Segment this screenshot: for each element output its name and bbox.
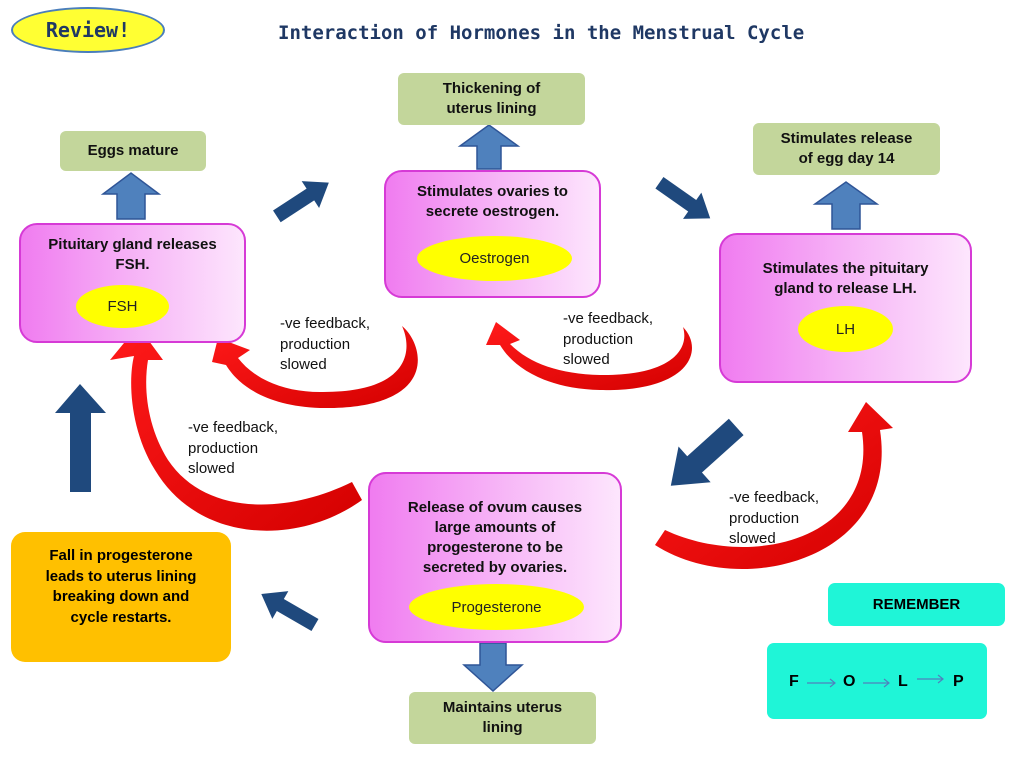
pituitary-lh-box: Stimulates the pituitary gland to releas… <box>719 233 972 383</box>
feedback-label-progesterone-lh: -ve feedback, production slowed <box>729 488 819 550</box>
thickening-line: Thickening of <box>442 80 541 97</box>
mnemonic-letter: L <box>898 673 908 690</box>
lh-line: Stimulates the pituitary <box>762 260 929 277</box>
mnemonic-letter: F <box>789 673 799 690</box>
feedback-arrow-lh-to-oestrogen <box>486 322 692 391</box>
feedback-line: production <box>280 335 351 353</box>
feedback-label-progesterone-fsh: -ve feedback, production slowed <box>188 418 278 480</box>
down-arrow-maintains <box>462 642 524 693</box>
thickening-box: Thickening of uterus lining <box>398 73 585 125</box>
feedback-arrow-progesterone-to-lh <box>655 402 893 570</box>
feedback-line: slowed <box>729 530 776 547</box>
feedback-line: -ve feedback, <box>188 419 279 436</box>
mnemonic-letter: P <box>953 673 964 690</box>
feedback-line: -ve feedback, <box>729 489 820 506</box>
maintains-box: Maintains uterus lining <box>409 692 596 744</box>
fall-line: cycle restarts. <box>70 608 172 626</box>
maintains-line: Maintains uterus <box>442 699 563 716</box>
egg-release-line: of egg day 14 <box>798 150 895 167</box>
pituitary-line: Pituitary gland releases <box>48 236 217 253</box>
feedback-line: slowed <box>563 351 610 368</box>
feedback-line: production <box>188 439 259 457</box>
up-arrow-eggs-mature <box>100 172 162 220</box>
feedback-arrow-progesterone-to-fsh <box>110 326 362 531</box>
arrow-fsh-to-ovaries <box>273 181 329 223</box>
fall-line: breaking down and <box>52 588 190 605</box>
ovum-line: secreted by ovaries. <box>422 559 568 576</box>
feedback-line: slowed <box>188 460 235 477</box>
thickening-line: uterus lining <box>446 100 537 117</box>
ovum-line: Release of ovum causes <box>407 499 583 516</box>
ovaries-line: Stimulates ovaries to <box>417 183 568 200</box>
lh-line: gland to release LH. <box>774 280 917 297</box>
fall-progesterone-box: Fall in progesterone leads to uterus lin… <box>11 532 231 662</box>
fsh-oval: FSH <box>76 285 169 328</box>
egg-release-line: Stimulates release <box>780 130 913 147</box>
feedback-line: -ve feedback, <box>280 315 371 332</box>
arrow-lh-to-ovum <box>670 418 744 486</box>
feedback-line: -ve feedback, <box>563 310 654 327</box>
egg-release-box: Stimulates release of egg day 14 <box>753 123 940 175</box>
arrow-ovaries-to-lh <box>655 177 711 219</box>
up-arrow-egg-release <box>812 181 880 230</box>
feedback-arrow-oestrogen-to-fsh <box>212 326 418 409</box>
fall-line: Fall in progesterone <box>49 547 193 564</box>
ovum-line: large amounts of <box>434 519 556 536</box>
maintains-line: lining <box>482 719 523 736</box>
review-badge: Review! <box>11 7 165 53</box>
eggs-mature-text: Eggs mature <box>87 142 179 159</box>
eggs-mature-box: Eggs mature <box>60 131 206 171</box>
up-arrow-thickening <box>457 124 521 170</box>
fall-line: leads to uterus lining <box>45 567 197 585</box>
feedback-line: slowed <box>280 356 327 373</box>
feedback-line: production <box>563 330 634 348</box>
up-arrow-to-pituitary <box>55 384 106 492</box>
oestrogen-oval: Oestrogen <box>417 236 572 281</box>
mnemonic-arrows <box>807 674 944 688</box>
arrow-ovum-to-fall <box>261 591 319 632</box>
remember-box: REMEMBER <box>828 583 1005 626</box>
feedback-label-lh: -ve feedback, production slowed <box>563 309 653 371</box>
mnemonic-letter: O <box>843 673 856 690</box>
page-title: Interaction of Hormones in the Menstrual… <box>278 22 805 44</box>
pituitary-line: FSH. <box>115 256 150 273</box>
lh-oval: LH <box>798 306 893 352</box>
ovaries-line: secrete oestrogen. <box>425 203 560 220</box>
ovum-line: progesterone to be <box>427 539 563 556</box>
progesterone-oval: Progesterone <box>409 584 584 630</box>
feedback-label-oestrogen: -ve feedback, production slowed <box>280 314 370 376</box>
folp-mnemonic-box: F O L P <box>767 643 987 719</box>
feedback-line: production <box>729 509 800 527</box>
